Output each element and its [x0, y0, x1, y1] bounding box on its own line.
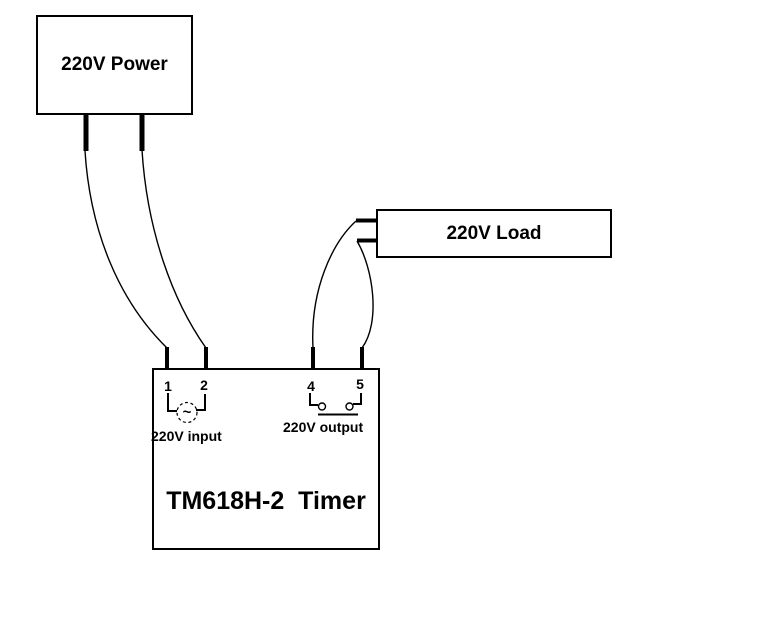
- load-box: 220V Load: [376, 209, 612, 258]
- output-section-label: 220V output: [283, 419, 364, 435]
- timer-title: TM618H-2 Timer: [166, 487, 366, 515]
- terminal-number-1: 1: [164, 378, 172, 394]
- load-label: 220V Load: [446, 222, 542, 244]
- ac-tilde-icon: ~: [182, 404, 192, 421]
- timer-box: [152, 368, 380, 550]
- input-section-label: 220V input: [151, 428, 222, 444]
- load-terminal-stubs: [356, 218, 377, 243]
- output-wires: [312, 220, 374, 349]
- power-source-box: 220V Power: [36, 15, 193, 115]
- timer-terminal-stubs: [165, 347, 364, 368]
- power-terminal-stubs: [83, 114, 145, 151]
- terminal-number-2: 2: [200, 377, 208, 393]
- terminal-number-5: 5: [356, 376, 364, 392]
- input-wires: [84, 149, 207, 349]
- power-source-label: 220V Power: [61, 54, 168, 75]
- terminal-number-4: 4: [307, 378, 315, 394]
